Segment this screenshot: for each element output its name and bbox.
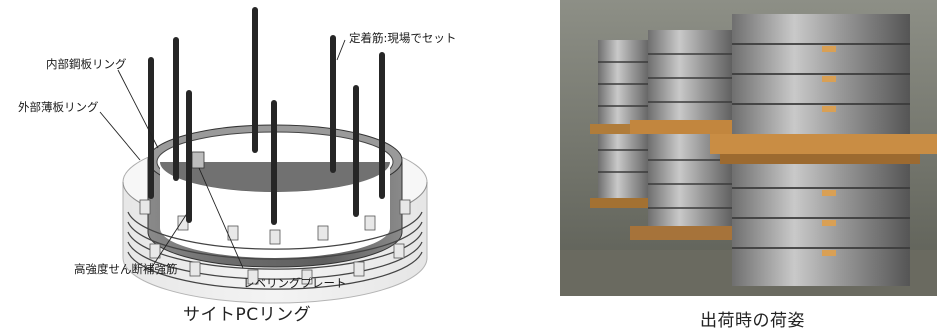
left-caption: サイトPCリング [183,305,312,325]
connector-blocks [139,199,411,285]
leveling-plate-label: レベリングプレート [243,276,347,290]
coil-stack-middle [630,30,754,240]
shipping-photo [560,0,937,296]
inner-steel-ring-label: 内部鋼板リング [46,57,127,71]
hoop-rebars [127,211,423,290]
outer-thin-ring-label: 外部薄板リング [18,100,99,114]
leader-lines [99,39,346,271]
right-caption: 出荷時の荷姿 [700,311,805,331]
coil-stack-front-right [710,14,937,286]
site-pc-ring-diagram: 内部鋼板リング 外部薄板リング 定着筋:現場でセット 高強度せん断補強筋 レベリ… [18,7,456,304]
leveling-plate-shape [191,151,205,169]
anchor-bars-label: 定着筋:現場でセット [349,31,456,45]
ring-diagram-panel: 内部鋼板リング 外部薄板リング 定着筋:現場でセット 高強度せん断補強筋 レベリ… [18,7,456,325]
shipping-photo-panel: 出荷時の荷姿 [560,0,937,331]
high-strength-rebar-label: 高強度せん断補強筋 [74,262,178,276]
anchor-bars [148,7,385,225]
